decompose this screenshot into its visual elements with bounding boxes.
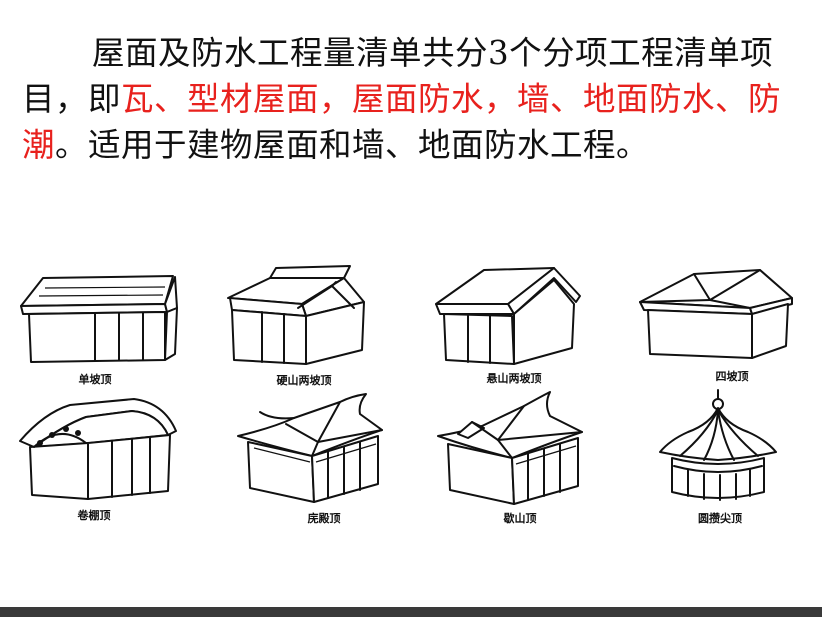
caption-rolled: 卷棚顶 xyxy=(77,509,111,522)
single-slope-roof-icon xyxy=(20,275,178,363)
paragraph-lead: 屋面及防水工程量清单共分3个分项工程清单项目，即 xyxy=(22,34,774,118)
caption-round-pyramidal: 圆攒尖顶 xyxy=(698,512,742,525)
hip-roof-icon xyxy=(639,269,793,359)
overhang-gable-roof-icon xyxy=(435,267,581,365)
gable-hip-roof-icon xyxy=(437,391,583,505)
intro-paragraph: 屋面及防水工程量清单共分3个分项工程清单项目，即瓦、型材屋面，屋面防水，墙、地面… xyxy=(22,30,782,168)
bottom-bar xyxy=(0,607,822,617)
caption-hall: 庑殿顶 xyxy=(307,512,341,525)
hall-roof-icon xyxy=(237,393,383,503)
paragraph-tail: 。适用于建物屋面和墙、地面防水工程。 xyxy=(55,126,650,164)
caption-overhang-gable: 悬山两坡顶 xyxy=(486,372,542,385)
rolled-roof-icon xyxy=(19,398,177,500)
round-pyramidal-roof-icon xyxy=(659,389,777,501)
caption-gable-hip: 歇山顶 xyxy=(503,512,537,525)
paragraph-highlight: 瓦、型材屋面，屋面防水，墙、地面防水、防潮 xyxy=(22,80,782,164)
caption-single-slope: 单坡顶 xyxy=(78,373,112,386)
hard-gable-roof-icon xyxy=(227,265,365,365)
caption-hard-gable: 硬山两坡顶 xyxy=(276,374,332,387)
caption-hip: 四坡顶 xyxy=(715,370,749,383)
